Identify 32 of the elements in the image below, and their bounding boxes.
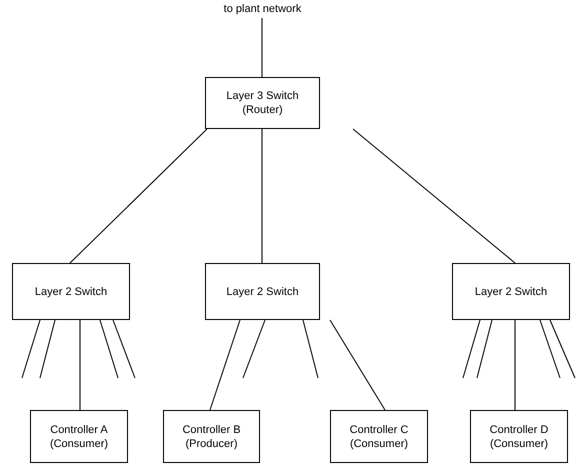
switch-box — [452, 263, 570, 320]
node-label: Layer 2 Switch — [474, 284, 548, 298]
controller-box — [163, 410, 260, 463]
node-label: Layer 2 Switch — [226, 284, 299, 298]
network-link — [540, 320, 560, 378]
switch-box — [205, 263, 320, 320]
network-link — [210, 320, 240, 410]
controller-box — [470, 410, 568, 463]
switch-box — [12, 263, 130, 320]
network-link — [352, 128, 516, 264]
node-label: Controller C (Consumer) — [348, 422, 410, 450]
network-link — [462, 320, 480, 378]
node-label: Layer 2 Switch — [34, 284, 108, 298]
node-label: Layer 3 Switch (Router) — [225, 89, 300, 117]
network-link — [100, 320, 118, 378]
node-label: Controller A (Consumer) — [48, 422, 110, 450]
network-link — [22, 320, 40, 378]
network-link — [330, 320, 386, 410]
controller-box — [30, 410, 128, 463]
network-label: to plant network — [224, 2, 302, 16]
network-link — [242, 320, 266, 378]
network-link — [514, 320, 516, 410]
network-link — [70, 128, 208, 264]
network-link — [302, 320, 318, 378]
router-box — [205, 77, 320, 129]
node-label: Controller D (Consumer) — [488, 422, 550, 450]
network-link — [40, 320, 56, 378]
network-link — [476, 320, 492, 378]
network-link — [112, 320, 136, 378]
controller-box — [330, 410, 428, 463]
network-link — [550, 320, 576, 378]
node-label: Controller B (Producer) — [181, 422, 242, 450]
